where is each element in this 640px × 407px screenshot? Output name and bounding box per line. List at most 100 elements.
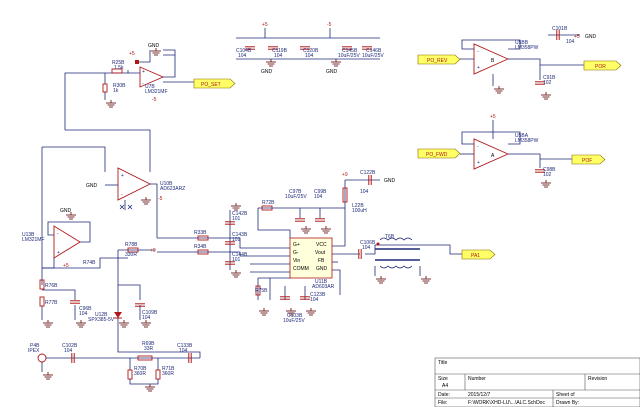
svg-text:-: - [477,144,479,150]
ad603-pin-gplus: G+ [293,242,300,248]
c91b-value: 102 [543,80,552,86]
c119b-value: 104 [274,53,283,59]
u5ba-ref: U5BA [515,133,529,139]
ad603-pin-comm: COMM [293,266,309,272]
u12b-part: SPX385-5V [88,317,115,323]
u10b-ref: U10B [160,181,173,187]
gnd-label-u13b: GND [60,208,72,214]
c122b-value: 104 [360,189,369,195]
r25b-ref: R25B [112,60,125,66]
r72b-ref: R72B [262,200,275,206]
svg-text:+: + [57,250,60,256]
u7b-ref: U7B [145,84,155,90]
svg-text:+5: +5 [574,34,580,40]
port-po-set-label: PO_SET [201,82,221,88]
c96b-ref: C96B [79,306,92,312]
u5bb-part: LM358PW [515,45,539,51]
gnd-label-cap1: GND [261,69,273,75]
c104b-value: 104 [238,53,247,59]
c146b-ref: C146B [366,48,382,54]
u5bb-comparator-block: - + B +5 GND U5BB LM358PW C101B 104 C91B… [455,26,597,100]
u13b-buffer-block: - + GND +5 U13B LM321MF R74B R76B R77B C… [22,208,128,328]
r25b-value: 1.5k [114,65,124,71]
title-block: Title Size A4 Number Revision Date: 2015… [434,357,640,407]
c98b-value: 102 [543,172,552,178]
svg-text:+: + [142,69,145,75]
c122b-ref: C122B [360,170,376,176]
drawn-label: Drawn By: [556,400,579,406]
u7b-buffer-block: + - -5 +5 R25B 1.5k R30B 1k U7B LM321MF … [64,43,200,130]
svg-text:-: - [142,81,144,87]
u10b-inamp-block: + - GND -5 U10B AD623ARZ [41,129,195,268]
svg-text:+: + [477,65,480,71]
port-po-rev: PO_REV [417,54,461,65]
number-label: Number [468,376,486,382]
r76b-ref: R76B [45,283,58,289]
p4b-ref: P4B [30,343,40,349]
port-por: POR [583,60,622,71]
svg-text:-5: -5 [152,97,157,103]
c144b-value: 101 [232,257,241,263]
c109b-value: 104 [142,315,151,321]
u11b-supply-block: +9 GND R72B C97B 10uF/25V C99B 104 C122B… [255,170,396,324]
date-label: Date: [438,392,450,398]
l22b-value: 100uH [352,208,367,214]
port-pof: POF [571,154,606,165]
svg-text:-: - [121,192,123,198]
u5ba-part: LM358PW [515,138,539,144]
c97b-ref: C97B [289,189,302,195]
c99b-value: 104 [314,194,323,200]
r77b-ref: R77B [45,300,58,306]
r70b-value: 360R [134,371,146,377]
c106b-value: 104 [362,245,371,251]
c109b-ref: C109B [142,310,158,316]
svg-text:B: B [491,58,495,64]
r33b-ref: R33B [194,230,207,236]
r70b-ref: R70B [134,366,147,372]
c133b-ref: C133B [177,343,193,349]
c143b-ref: C143B [232,232,248,238]
c145b-ref: C145B [342,48,358,54]
c98b-ref: C98B [543,167,556,173]
l22b-ref: L22B [352,203,364,209]
c119b-ref: C119B [272,48,288,54]
p4b-value: IPEX [28,348,40,354]
c146b-value: 10uF/25V [362,53,384,59]
c103b-ref: C103B [287,313,303,319]
c102b-value: 104 [64,348,73,354]
file-label: File: [438,400,447,406]
c133b-value: 104 [179,348,188,354]
u7b-part: LM321MF [145,89,168,95]
r78b-ref: R78B [125,242,138,248]
port-pa1-label: PA1 [471,253,480,259]
c123b-value: 104 [310,297,319,303]
svg-text:-: - [57,231,59,237]
c96b-value: 104 [79,311,88,317]
svg-text:A: A [491,153,495,159]
u5ba-comparator-block: - + A +5 U5BA LM358PW C98B 102 [460,114,572,188]
title-label: Title [438,360,447,366]
sheet-label: Sheet of [556,392,575,398]
svg-text:+9: +9 [342,172,348,178]
r69b-value: 33R [144,346,154,352]
gnd-label-cap2: GND [326,69,338,75]
svg-text:-5: -5 [158,196,163,202]
size-value: A4 [442,383,448,389]
u13b-part: LM321MF [22,237,45,243]
gnd-label-u5bb: GND [585,34,597,40]
r71b-ref: R71B [162,366,175,372]
c99b-ref: C99B [314,189,327,195]
svg-text:+5: +5 [63,263,69,269]
u10b-part: AD623ARZ [160,186,185,192]
c103b-value: 10uF/25V [283,318,305,324]
c101b-value: 104 [566,39,575,45]
t6b-output-block: C106B 104 T6B [332,234,468,284]
c120b-ref: C120B [303,48,319,54]
gnd-label-c122b: GND [384,178,396,184]
date-value: 2015/12/7 [468,392,490,398]
svg-text:+5: +5 [262,22,268,28]
c120b-value: 104 [305,53,314,59]
r30b-ref: R30B [113,83,126,89]
c145b-value: 10uF/25V [338,53,360,59]
svg-text:+5: +5 [490,114,496,120]
